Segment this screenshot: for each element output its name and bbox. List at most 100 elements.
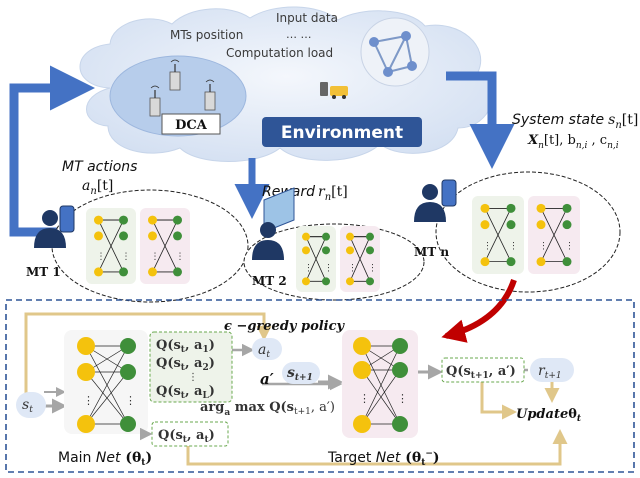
net-node xyxy=(366,232,374,241)
input-data-label: Input data xyxy=(276,11,338,25)
user-icon xyxy=(34,205,75,248)
net-dots: ⋮ xyxy=(125,394,136,407)
net-node xyxy=(506,220,516,230)
mt1-agent xyxy=(51,189,249,303)
net-node xyxy=(94,215,103,225)
net-node xyxy=(77,363,95,381)
net-edge xyxy=(361,345,401,425)
environment-label: Environment xyxy=(281,123,403,143)
dqn-networks: ⋮⋮⋮⋮ xyxy=(77,337,408,433)
computation-load-label: Computation load xyxy=(226,46,333,60)
main-net-box xyxy=(64,330,148,434)
net-node xyxy=(353,361,371,379)
net-node xyxy=(353,337,371,355)
net-dots: ⋮ xyxy=(151,252,160,262)
net-node xyxy=(120,416,136,432)
net-node xyxy=(94,231,103,241)
rt1-label: rt+1 xyxy=(538,363,562,381)
net-edge xyxy=(85,371,129,425)
q-main-label: Q(st, at) xyxy=(158,428,215,445)
q-dots: ⋮ xyxy=(188,372,198,383)
net-node xyxy=(392,416,408,432)
net-node xyxy=(506,257,516,267)
net-node xyxy=(77,415,95,433)
mts-position-label: MTs position xyxy=(170,28,243,42)
net-node xyxy=(353,415,371,433)
rt1-pill xyxy=(530,358,574,382)
devices-icon xyxy=(320,82,348,99)
net-edge xyxy=(361,369,401,425)
net-dots: ⋮ xyxy=(565,241,574,251)
net-node xyxy=(480,220,490,230)
net-dots: ⋮ xyxy=(483,241,492,251)
net-node xyxy=(173,231,182,241)
state-flow-arrow xyxy=(446,71,515,169)
dca-label: DCA xyxy=(175,118,208,133)
user-icon xyxy=(252,187,295,260)
net-node xyxy=(392,338,408,354)
tower-icon xyxy=(169,59,181,91)
net-node xyxy=(562,220,572,230)
net-edge xyxy=(484,208,512,262)
net-node xyxy=(302,277,310,286)
net-node xyxy=(94,267,103,277)
net-edge xyxy=(85,345,129,425)
net-node xyxy=(562,257,572,267)
policy-label: ϵ −greedy policy xyxy=(224,319,346,334)
st-label: st xyxy=(22,397,33,415)
net-node xyxy=(392,362,408,378)
net-edge xyxy=(540,208,568,262)
dca-box xyxy=(161,113,221,135)
st-pill xyxy=(16,392,46,418)
q-a1-label: Q(st, a1) xyxy=(156,338,215,355)
net-node xyxy=(120,364,136,380)
net-dots: ⋮ xyxy=(324,264,333,274)
expand-arrow xyxy=(441,278,517,343)
net-node xyxy=(119,231,128,241)
net-node xyxy=(322,277,330,286)
net-node xyxy=(536,203,546,213)
net-node xyxy=(77,337,95,355)
net-node xyxy=(480,203,490,213)
mtn-agent xyxy=(435,171,621,293)
st1-pill xyxy=(282,362,320,384)
top-loop-line xyxy=(24,312,272,396)
net-node xyxy=(562,203,572,213)
net-dots: ⋮ xyxy=(368,264,377,274)
update-label: Updateθt xyxy=(516,407,582,424)
net-node xyxy=(346,232,354,241)
dqn-frame xyxy=(5,299,635,473)
action-flow-arrow xyxy=(9,65,95,237)
q-a2-label: Q(st, a2) xyxy=(156,356,215,373)
q-values-box xyxy=(149,331,233,403)
net-edge xyxy=(349,236,371,282)
mini-networks: ⋮⋮⋮⋮⋮⋮⋮⋮⋮⋮⋮⋮ xyxy=(94,203,574,286)
tower-icon xyxy=(204,79,216,111)
q-al-label: Q(st, aL) xyxy=(156,384,215,401)
net-node xyxy=(366,246,374,255)
aprime-label: a′ xyxy=(260,370,274,388)
net-dots: ⋮ xyxy=(176,252,185,262)
target-net-caption: Target Net (θt−) xyxy=(327,449,440,468)
net-node xyxy=(173,215,182,225)
net-dots: ⋮ xyxy=(304,264,313,274)
net-edge xyxy=(152,219,178,273)
net-node xyxy=(119,215,128,225)
net-dots: ⋮ xyxy=(539,241,548,251)
net-node xyxy=(148,267,157,277)
net-node xyxy=(366,277,374,286)
net-node xyxy=(148,215,157,225)
mt2-label: MT 2 xyxy=(252,274,287,288)
net-dots: ⋮ xyxy=(97,252,106,262)
net-node xyxy=(346,246,354,255)
mtn-label: MT n xyxy=(414,245,449,259)
state-detail-label: Xn[t], bn,i , cn,i xyxy=(527,133,619,151)
mt-actions-var: an[t] xyxy=(82,178,113,197)
user-icon xyxy=(414,179,457,222)
net-dots: ⋮ xyxy=(83,394,94,407)
net-node xyxy=(302,246,310,255)
bottom-loop-line xyxy=(186,429,568,466)
main-net-caption: Main Net (θt) xyxy=(58,450,152,468)
mt-actions-label: MT actions xyxy=(62,159,137,175)
